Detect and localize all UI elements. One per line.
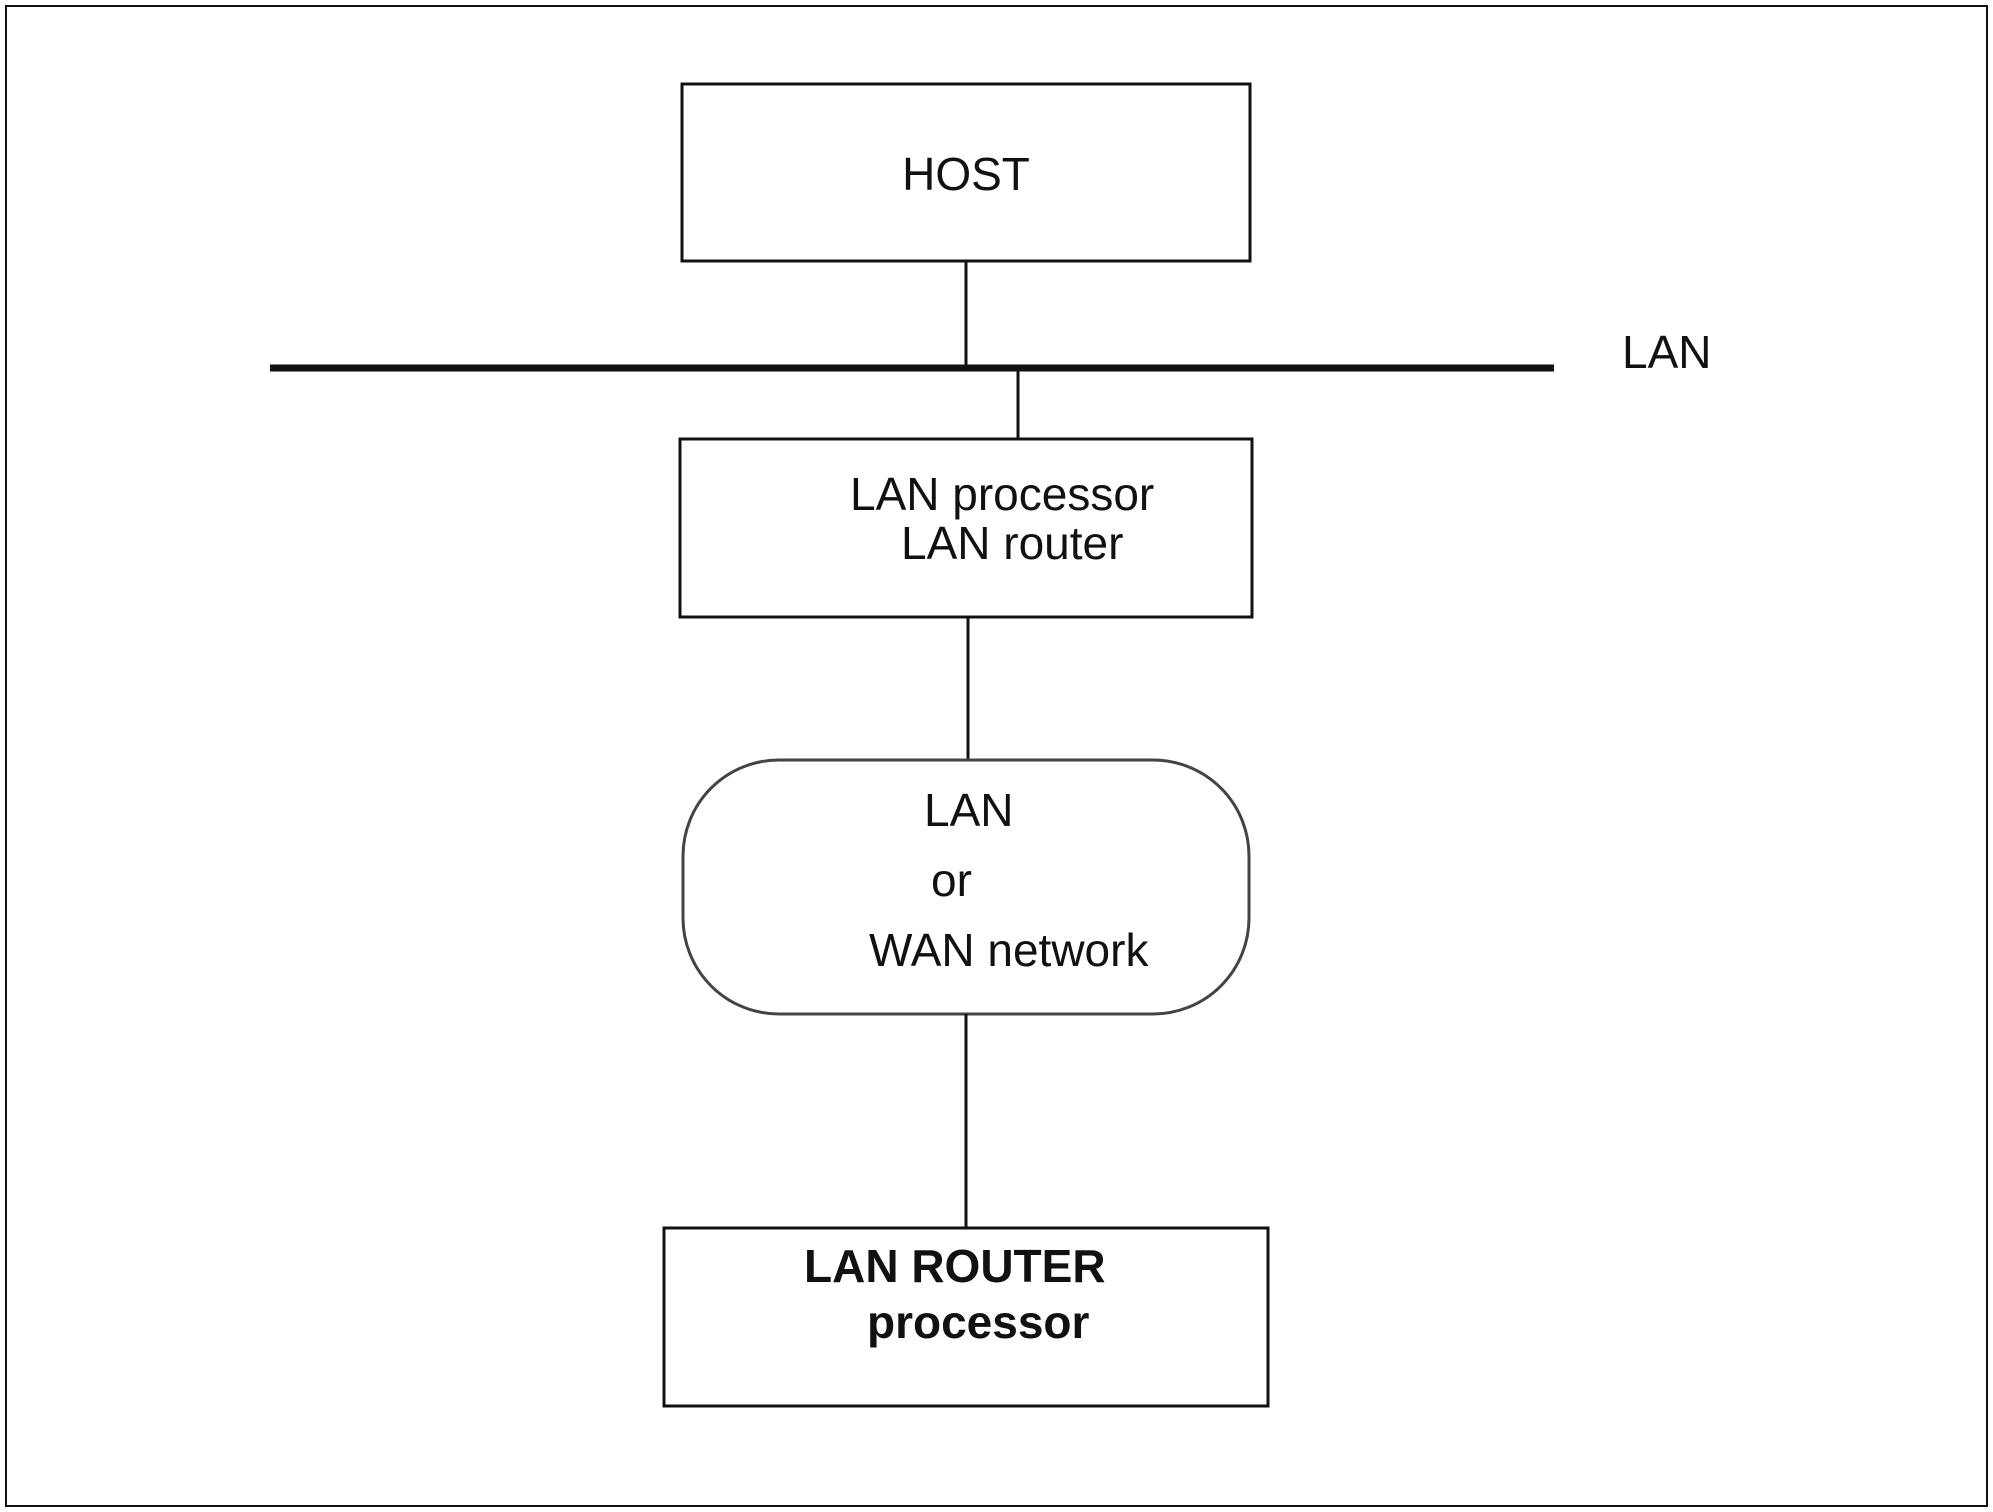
- lan-router-processor-label-line1: LAN ROUTER: [804, 1240, 1106, 1292]
- lan-bus-label: LAN: [1622, 326, 1711, 378]
- network-label-or: or: [931, 854, 972, 906]
- host-label: HOST: [902, 148, 1030, 200]
- network-label-wan: WAN network: [869, 924, 1149, 976]
- network-label-lan: LAN: [924, 784, 1013, 836]
- lan-router-processor-box: [662, 1226, 1270, 1408]
- diagram-frame: [5, 5, 1988, 1507]
- lan-router-label: LAN router: [901, 517, 1123, 569]
- lan-processor-box: [678, 437, 1254, 619]
- lan-processor-label: LAN processor: [850, 468, 1154, 520]
- lan-router-processor-label-line2: processor: [867, 1296, 1090, 1348]
